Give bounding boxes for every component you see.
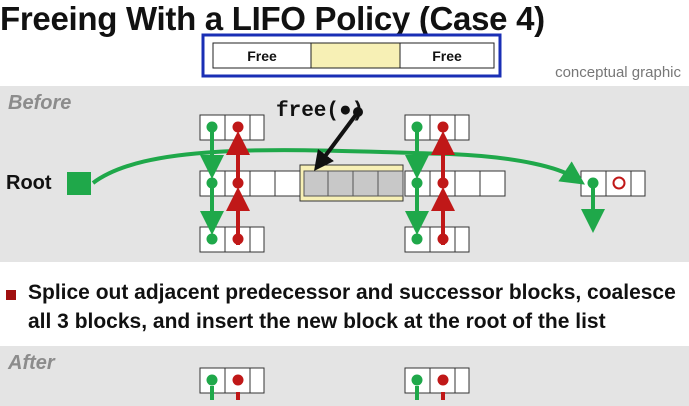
bullet-line-1: Splice out adjacent predecessor and succ…	[28, 281, 676, 304]
heap-row	[199, 164, 506, 202]
slide-title: Freeing With a LIFO Policy (Case 4)	[0, 0, 545, 37]
root-square	[67, 172, 91, 195]
legend-free-block-right	[399, 42, 495, 69]
free-block-bottom-left	[199, 226, 265, 253]
next-pointers	[91, 127, 605, 235]
root-label: Root	[6, 172, 52, 194]
bullet-text: Splice out adjacent predecessor and succ…	[28, 278, 688, 336]
after-free-block-right	[404, 367, 470, 400]
free-arrow	[314, 110, 360, 172]
legend-free-label-left: Free	[247, 48, 277, 64]
conceptual-caption: conceptual graphic	[555, 64, 681, 81]
free-call-label: free(●)	[276, 100, 365, 123]
bullet-line-2: all 3 blocks, and insert the new block a…	[28, 310, 606, 333]
legend-free-block-left	[212, 42, 312, 69]
legend-free-label-right: Free	[432, 48, 462, 64]
free-block-top-right	[404, 114, 470, 141]
after-label: After	[8, 352, 55, 374]
free-block-bottom-right	[404, 226, 470, 253]
after-panel: After	[0, 346, 689, 406]
free-block-far-right	[580, 170, 646, 197]
root-pointer	[91, 148, 585, 185]
bullet-marker	[6, 290, 16, 300]
after-free-block-left	[199, 367, 265, 400]
free-block-top-left	[199, 114, 265, 141]
before-label: Before	[8, 92, 72, 114]
legend-allocated-block	[310, 42, 401, 69]
